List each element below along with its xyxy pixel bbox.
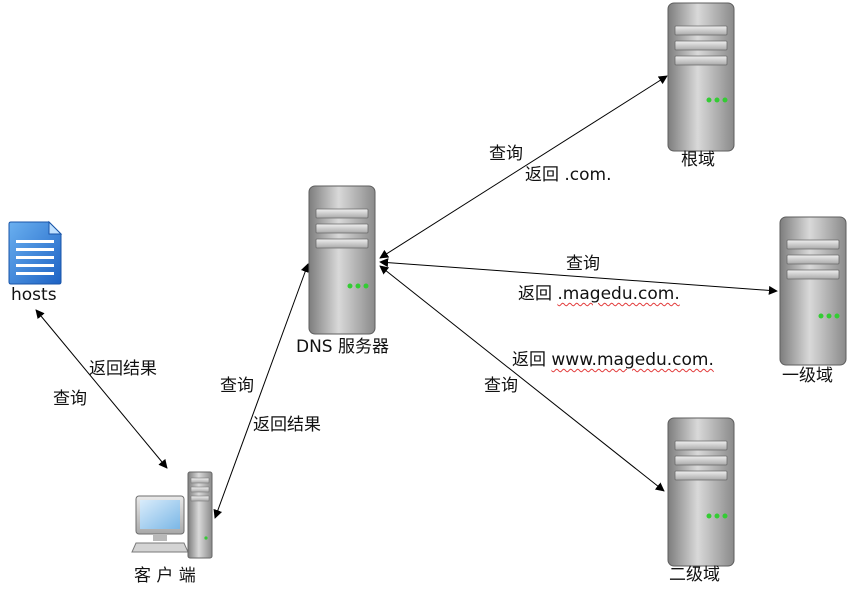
hosts-label: hosts bbox=[11, 285, 57, 305]
dns-sld-reply-domain: www.magedu.com. bbox=[551, 350, 714, 370]
dns-root-reply-prefix: 返回 bbox=[525, 165, 559, 185]
dns-server-icon bbox=[308, 185, 376, 335]
edge-dns-root bbox=[379, 75, 668, 259]
sld-label: 二级域 bbox=[669, 565, 720, 585]
edge-dns-sld bbox=[379, 265, 665, 492]
dns-tld-reply-label: 返回 .magedu.com. bbox=[518, 284, 680, 304]
tld-server-icon bbox=[779, 216, 847, 366]
client-computer-icon bbox=[131, 471, 213, 559]
root-server-icon bbox=[667, 2, 735, 152]
sld-server-icon bbox=[667, 417, 735, 567]
client-dns-query-label: 查询 bbox=[220, 376, 254, 396]
dns-tld-query-label: 查询 bbox=[566, 254, 600, 274]
client-hosts-query-label: 查询 bbox=[53, 389, 87, 409]
dns-server-label: DNS 服务器 bbox=[296, 337, 390, 357]
hosts-file-icon bbox=[8, 220, 63, 285]
tld-label: 一级域 bbox=[782, 366, 833, 386]
dns-root-reply-label: 返回 .com. bbox=[525, 165, 612, 185]
dns-root-reply-domain: .com. bbox=[564, 165, 612, 185]
client-dns-reply-label: 返回结果 bbox=[253, 415, 321, 435]
edge-client-hosts bbox=[35, 309, 168, 469]
dns-sld-query-label: 查询 bbox=[484, 376, 518, 396]
root-label: 根域 bbox=[681, 150, 715, 170]
dns-sld-reply-prefix: 返回 bbox=[512, 350, 546, 370]
dns-tld-reply-domain: .magedu.com. bbox=[557, 284, 680, 304]
client-label: 客 户 端 bbox=[134, 566, 196, 586]
edge-client-dns bbox=[213, 263, 310, 519]
client-hosts-reply-label: 返回结果 bbox=[89, 359, 157, 379]
dns-root-query-label: 查询 bbox=[489, 144, 523, 164]
dns-sld-reply-label: 返回 www.magedu.com. bbox=[512, 350, 714, 370]
dns-tld-reply-prefix: 返回 bbox=[518, 284, 552, 304]
